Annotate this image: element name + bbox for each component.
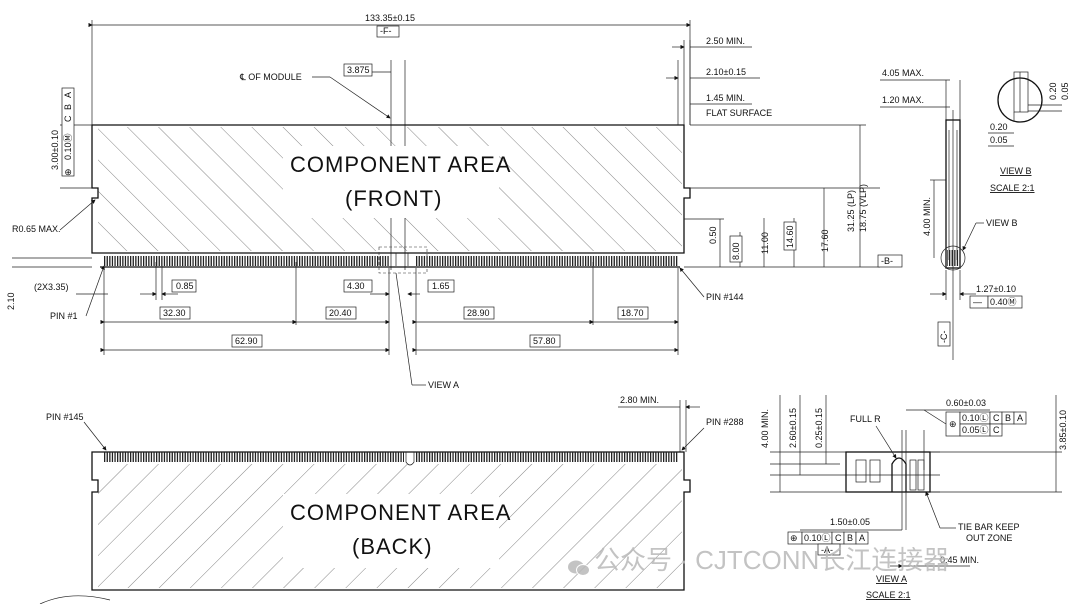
fcf3-sym: ⊕ bbox=[790, 533, 798, 543]
fcf1-sym: ⊕ bbox=[949, 419, 957, 429]
dim-r065: R0.65 MAX. bbox=[12, 224, 61, 234]
va-dim-260: 2.60±0.15 bbox=[788, 408, 798, 448]
flatness-sym: — bbox=[973, 297, 982, 307]
dim-085: 0.85 bbox=[176, 281, 194, 291]
view-b-title: VIEW B bbox=[1000, 166, 1032, 176]
fcf3-b: B bbox=[847, 533, 853, 543]
dim-250-min: 2.50 MIN. bbox=[706, 36, 745, 46]
view-b-callout: VIEW B bbox=[986, 218, 1018, 228]
dim-300: 3.00±0.10 bbox=[50, 130, 60, 170]
datum-b-label: -B- bbox=[881, 256, 893, 266]
fcf1-b: B bbox=[1005, 413, 1011, 423]
dim-1875: 18.75 (VLP) bbox=[858, 184, 868, 232]
dim-210b: 2.10 bbox=[6, 292, 16, 310]
full-r-label: FULL R bbox=[850, 414, 881, 424]
view-b-scale: SCALE 2:1 bbox=[990, 183, 1035, 193]
back-area-line1: COMPONENT AREA bbox=[290, 500, 511, 525]
dim-2890: 28.90 bbox=[467, 308, 490, 318]
dim-127: 1.27±0.10 bbox=[976, 284, 1016, 294]
vb-dim-020b: 0.20 bbox=[990, 122, 1008, 132]
dim-145-min: 1.45 MIN. bbox=[706, 93, 745, 103]
fcf-a: A bbox=[63, 92, 73, 98]
va-dim-400-min: 4.00 MIN. bbox=[760, 409, 770, 448]
view-a-callout: VIEW A bbox=[428, 380, 459, 390]
dim-1460: 14.60 bbox=[785, 225, 795, 248]
vb-dim-020a: 0.20 bbox=[1048, 82, 1058, 100]
watermark-text: 公众号 · CJTCONN长江连接器 bbox=[594, 545, 950, 575]
dim-280-min: 2.80 MIN. bbox=[620, 395, 659, 405]
dim-385: 3.85±0.10 bbox=[1058, 410, 1068, 450]
watermark: 公众号 · CJTCONN长江连接器 bbox=[568, 540, 949, 577]
side-view: 4.05 MAX. 1.20 MAX. 4.00 MIN. VIEW B 1.2… bbox=[880, 68, 1023, 360]
flatness-tol: 0.40Ⓜ bbox=[990, 297, 1017, 307]
front-view: 133.35±0.15 -F- ℄ OF MODULE 3.875 COMPON… bbox=[6, 13, 903, 390]
va-dim-025: 0.25±0.15 bbox=[814, 408, 824, 448]
datum-f-label: -F- bbox=[380, 26, 392, 36]
pin1-label: PIN #1 bbox=[50, 311, 78, 321]
back-view: PIN #145 PIN #288 2.80 MIN. COMPONENT AR… bbox=[46, 395, 744, 591]
side-dim-400-min: 4.00 MIN. bbox=[922, 197, 932, 236]
fcf3-a: A bbox=[859, 533, 865, 543]
fcf-b: B bbox=[63, 104, 73, 110]
dim-1100: 11.00 bbox=[760, 232, 770, 254]
dim-2040: 20.40 bbox=[329, 308, 352, 318]
dim-430: 4.30 bbox=[347, 281, 365, 291]
view-a-scale: SCALE 2:1 bbox=[866, 590, 911, 600]
vb-dim-005b: 0.05 bbox=[990, 135, 1008, 145]
fcf-c: C bbox=[63, 115, 73, 122]
fcf2-c: C bbox=[993, 425, 1000, 435]
pin288-label: PIN #288 bbox=[706, 417, 744, 427]
view-b-detail: 0.20 0.05 0.20 0.05 VIEW B SCALE 2:1 bbox=[988, 71, 1070, 193]
dim-5780: 57.80 bbox=[533, 336, 556, 346]
dim-800: 8.00 bbox=[731, 242, 741, 260]
wechat-icon bbox=[568, 553, 590, 577]
dim-150: 1.50±0.05 bbox=[830, 517, 870, 527]
dim-3125: 31.25 (LP) bbox=[846, 190, 856, 232]
datum-a-label: -A- bbox=[821, 545, 833, 555]
dim-050: 0.50 bbox=[708, 226, 718, 244]
datum-c-label: -C- bbox=[939, 331, 949, 344]
front-area-line1: COMPONENT AREA bbox=[290, 152, 511, 177]
tie-bar-line1: TIE BAR KEEP bbox=[958, 522, 1020, 532]
fcf1-c: C bbox=[993, 413, 1000, 423]
dim-1870: 18.70 bbox=[621, 308, 644, 318]
front-area-line2: (FRONT) bbox=[345, 186, 442, 211]
back-area-line2: (BACK) bbox=[352, 534, 433, 559]
dim-1760: 17.60 bbox=[820, 229, 830, 252]
pin145-label: PIN #145 bbox=[46, 412, 84, 422]
centerline-label: ℄ OF MODULE bbox=[239, 72, 302, 82]
vb-dim-005a: 0.05 bbox=[1060, 82, 1070, 100]
dim-6290: 62.90 bbox=[235, 336, 258, 346]
tie-bar-line2: OUT ZONE bbox=[966, 533, 1012, 543]
fcf1-a: A bbox=[1017, 413, 1023, 423]
fcf2-tol: 0.05Ⓛ bbox=[962, 425, 989, 435]
fcf1-tol: 0.10Ⓛ bbox=[962, 413, 989, 423]
fcf3-tol: 0.10Ⓛ bbox=[804, 533, 831, 543]
view-a-title: VIEW A bbox=[876, 574, 907, 584]
dim-045-min: 0.45 MIN. bbox=[940, 555, 979, 565]
overall-length-dim: 133.35±0.15 bbox=[365, 13, 415, 23]
fcf-pos-tol: 0.10Ⓜ bbox=[63, 133, 73, 160]
dim-2x335: (2X3.35) bbox=[34, 282, 69, 292]
partial-arc bbox=[39, 595, 111, 604]
flat-surface-label: FLAT SURFACE bbox=[706, 108, 772, 118]
dim-210: 2.10±0.15 bbox=[706, 67, 746, 77]
view-a-detail: 4.00 MIN. 2.60±0.15 0.25±0.15 FULL R 0.6… bbox=[760, 395, 1068, 600]
fcf-pos-sym: ⊕ bbox=[63, 168, 73, 176]
cl-offset-dim: 3.875 bbox=[347, 65, 370, 75]
dim-165: 1.65 bbox=[432, 281, 450, 291]
fcf3-c: C bbox=[835, 533, 842, 543]
dim-060: 0.60±0.03 bbox=[946, 398, 986, 408]
dim-3230: 32.30 bbox=[163, 308, 186, 318]
dim-120-max: 1.20 MAX. bbox=[882, 95, 924, 105]
dim-405-max: 4.05 MAX. bbox=[882, 68, 924, 78]
pin144-label: PIN #144 bbox=[706, 292, 744, 302]
